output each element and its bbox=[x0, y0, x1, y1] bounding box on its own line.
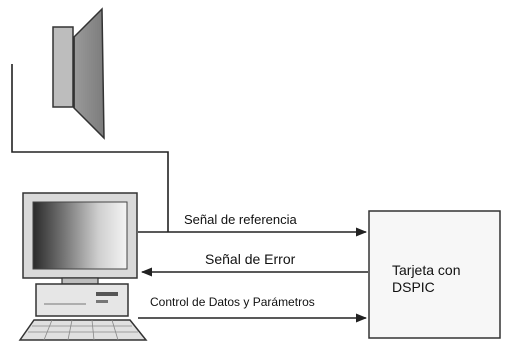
speaker-icon bbox=[52, 7, 105, 140]
dspic-board-label: Tarjeta con DSPIC bbox=[392, 262, 492, 296]
dspic-board bbox=[368, 210, 501, 339]
speaker-cable bbox=[11, 64, 169, 232]
control-data-label: Control de Datos y Parámetros bbox=[150, 295, 315, 309]
error-signal-label: Señal de Error bbox=[205, 251, 296, 267]
board-label-line2: DSPIC bbox=[392, 279, 435, 295]
desktop-computer-icon bbox=[18, 192, 148, 341]
board-label-line1: Tarjeta con bbox=[392, 262, 461, 278]
reference-signal-label: Señal de referencia bbox=[184, 212, 298, 227]
